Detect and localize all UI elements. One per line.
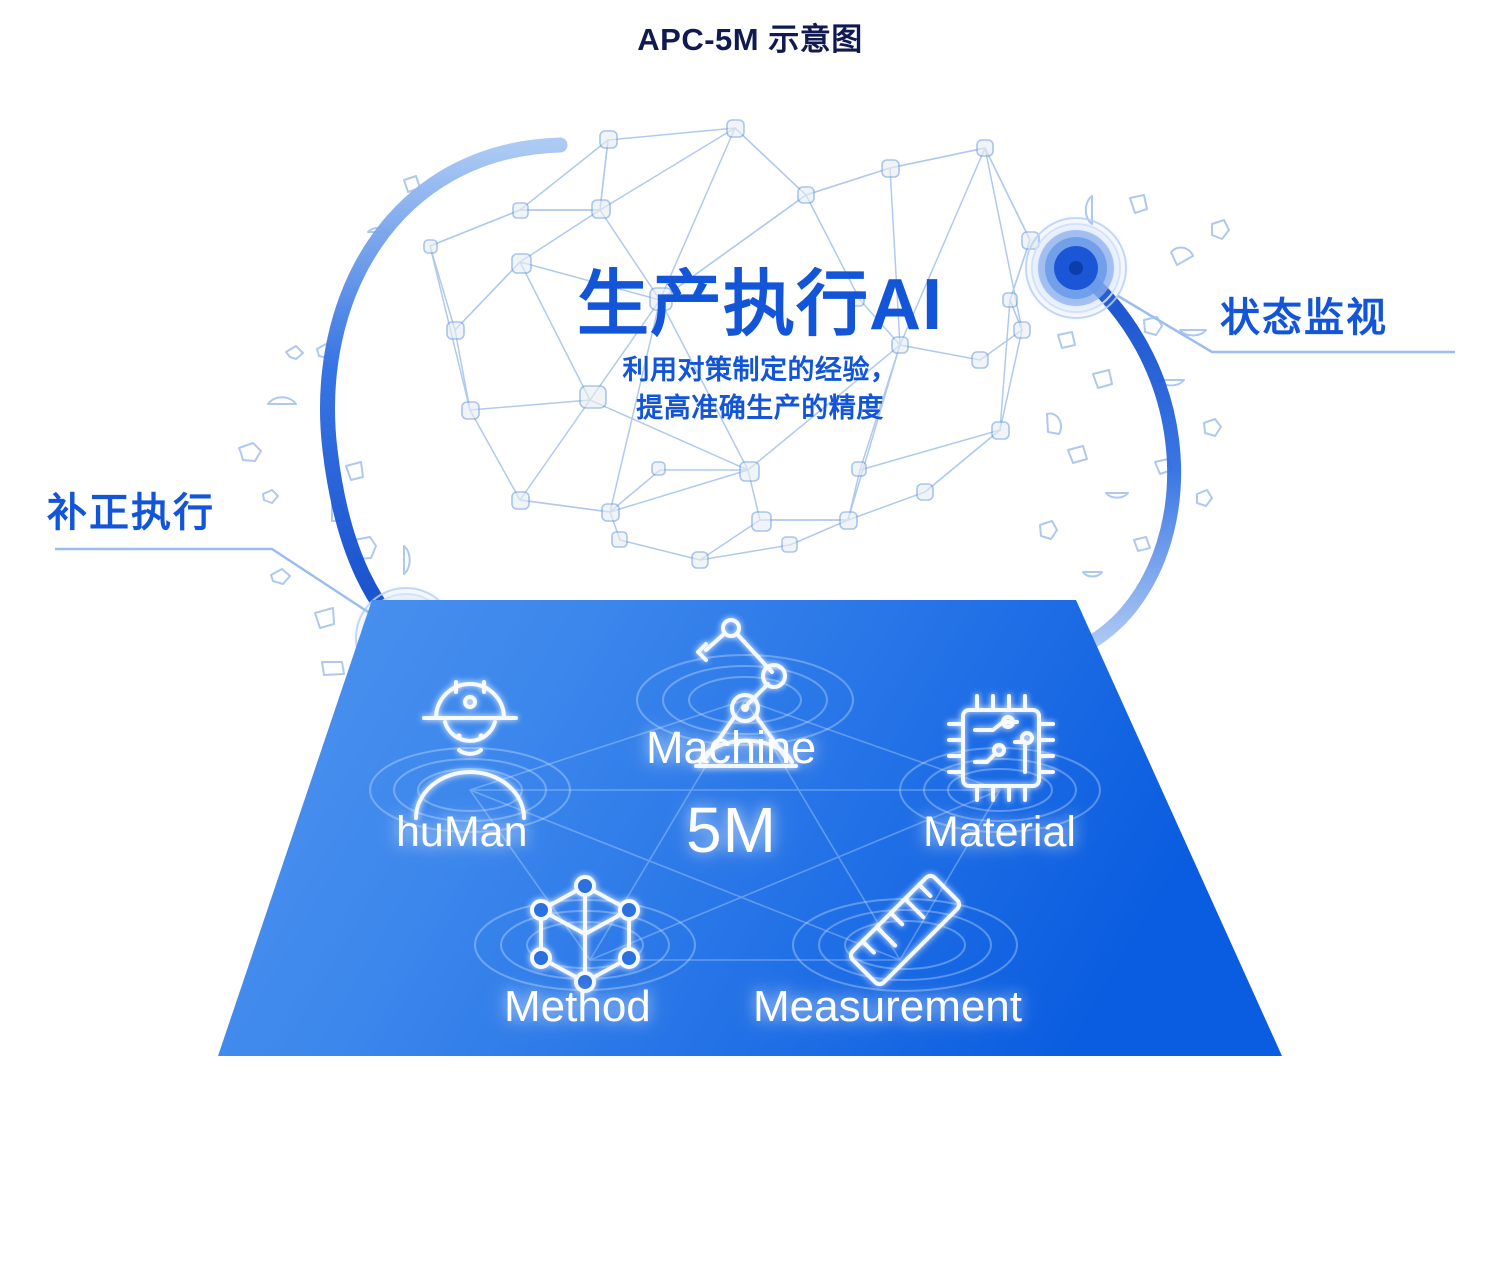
callout-leader-left bbox=[55, 547, 369, 614]
platform-label-machine: Machine bbox=[646, 722, 817, 773]
microchip-icon bbox=[947, 694, 1055, 802]
platform-center-label: 5M bbox=[686, 794, 777, 866]
network-mesh-nodes bbox=[423, 119, 1040, 569]
node-status-monitor[interactable] bbox=[1020, 212, 1132, 324]
platform-label-method: Method bbox=[504, 982, 651, 1031]
platform-label-measurement: Measurement bbox=[753, 982, 1023, 1031]
worker-helmet-icon bbox=[414, 680, 526, 820]
callout-label-status-monitor: 状态监视 bbox=[1220, 296, 1388, 340]
platform-label-human: huMan bbox=[396, 808, 528, 856]
platform-label-material: Material bbox=[923, 808, 1076, 856]
page-title: APC-5M 示意图 bbox=[637, 22, 863, 57]
five-m-platform bbox=[218, 600, 1282, 1056]
cube-node-icon bbox=[530, 875, 640, 993]
ruler-icon bbox=[848, 873, 962, 987]
left-feedback-arc bbox=[320, 137, 568, 646]
callout-leader-right bbox=[1117, 294, 1455, 354]
robot-arm-icon bbox=[694, 618, 798, 768]
callout-label-correction-execution: 补正执行 bbox=[47, 491, 215, 535]
shard-decoration bbox=[238, 175, 1230, 676]
